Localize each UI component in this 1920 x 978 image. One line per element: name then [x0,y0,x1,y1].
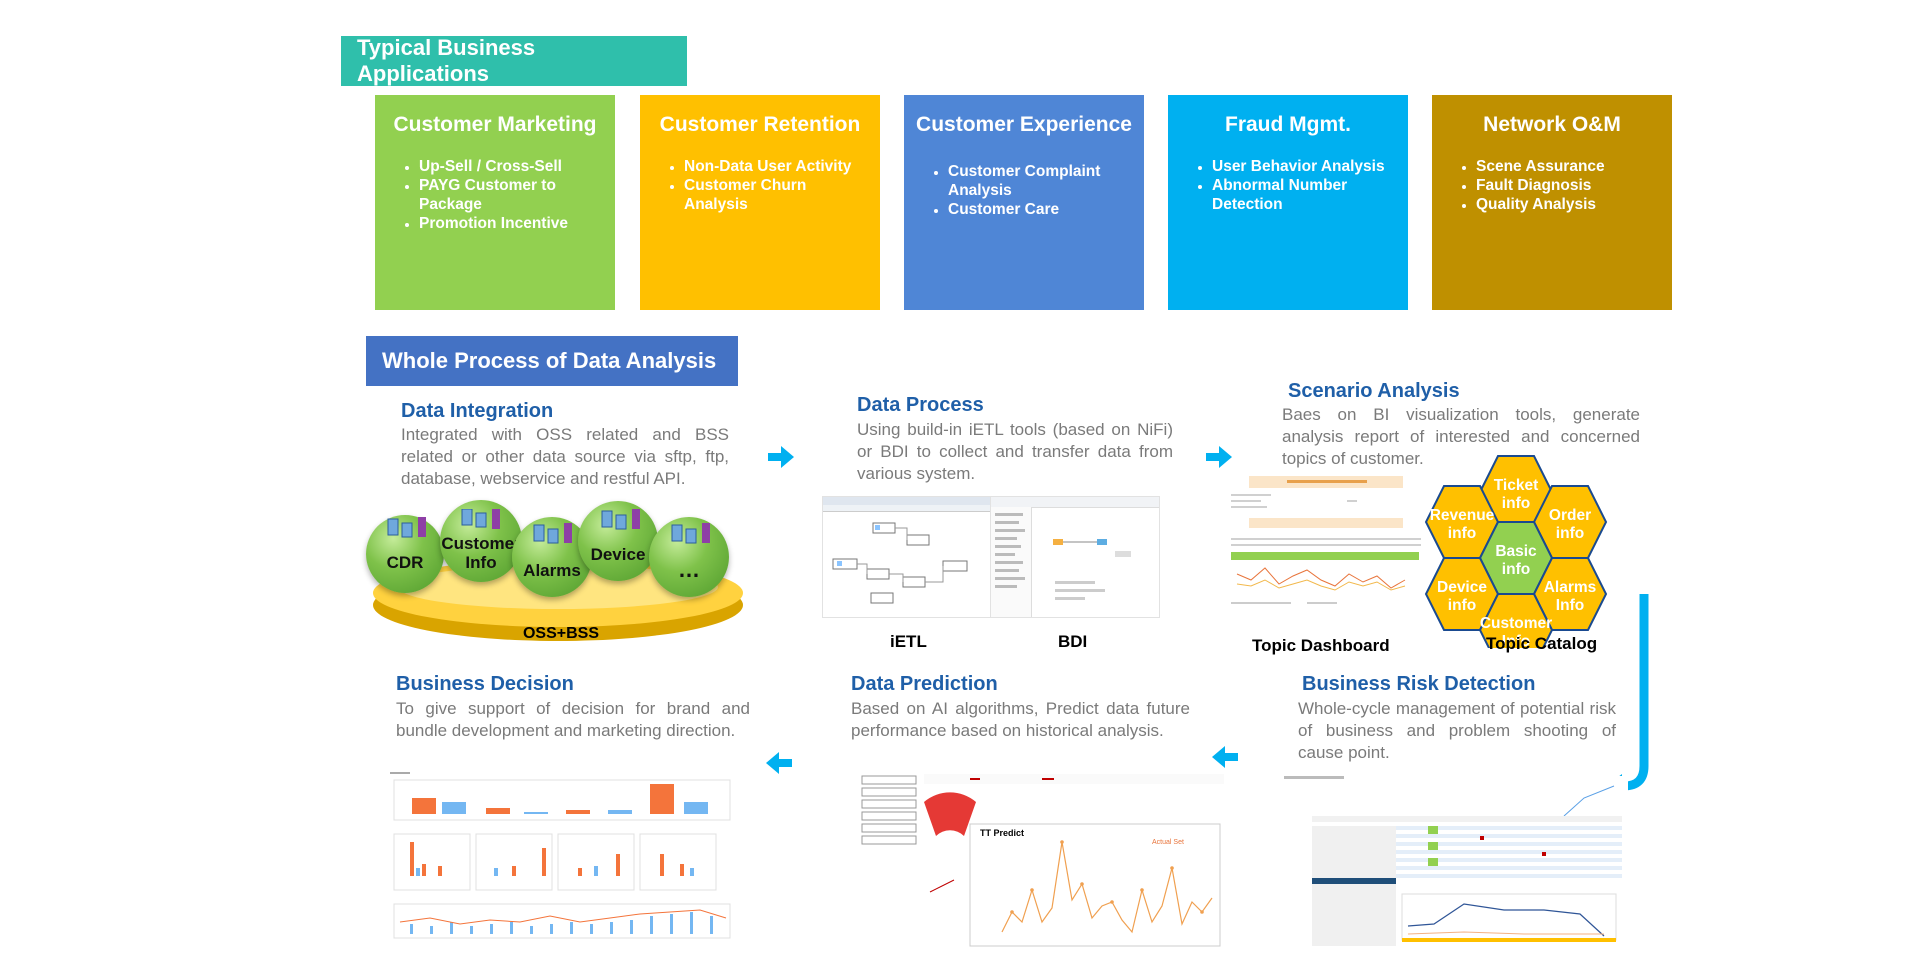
decision-screenshot [390,772,734,948]
step-body-risk: Whole-cycle management of potential risk… [1298,699,1616,762]
bdi-screenshot [990,496,1160,618]
step-title-process: Data Process [857,394,984,416]
typical-business-applications-heading: Typical Business Applications [341,35,687,86]
step-title-integration: Data Integration [401,400,554,422]
arrow-left-icon [766,752,792,774]
step-body-scenario: Baes on BI visualization tools, generate… [1282,405,1640,468]
step-body-prediction: Based on AI algorithms, Predict data fut… [851,699,1190,740]
card-item: Promotion Incentive [419,214,605,233]
card-item: User Behavior Analysis [1212,157,1398,176]
card-item: Fault Diagnosis [1476,176,1662,195]
card-title: Network O&M [1483,113,1621,136]
oss-bss-illustration: CDR Customer Info Alarms Device … OSS+BS… [366,495,746,645]
topic-catalog-label: Topic Catalog [1486,634,1598,653]
bubble-label: … [678,557,700,582]
card-title: Customer Retention [659,113,861,136]
bubble-label: Alarms [523,561,581,580]
bubble-label: Device [590,545,646,564]
card-item: Quality Analysis [1476,195,1662,214]
step-body-decision: To give support of decision for brand an… [396,699,750,740]
bubble-customer-info: Customer Info [440,500,522,582]
risk-detection-screenshot [1284,776,1628,946]
arrow-right-icon [768,446,794,468]
card-item: Scene Assurance [1476,157,1662,176]
bubble-cdr: CDR [366,515,444,593]
tt-predict-title: TT Predict [980,828,1024,838]
bubble-label: Customer Info [441,534,521,572]
step-body-integration: Integrated with OSS related and BSS rela… [401,425,729,488]
whole-process-heading: Whole Process of Data Analysis [366,336,738,386]
step-title-prediction: Data Prediction [851,673,998,695]
card-title: Fraud Mgmt. [1225,113,1351,136]
topic-dashboard-screenshot [1227,476,1423,612]
card-title: Customer Marketing [393,113,597,136]
ietl-screenshot [822,496,992,618]
oss-bss-label: OSS+BSS [522,625,600,642]
card-title: Customer Experience [916,113,1132,136]
bubble-label: CDR [386,553,424,572]
card-item: Non-Data User Activity [684,157,870,176]
card-network-om: Network O&M Scene Assurance Fault Diagno… [1432,95,1672,310]
step-title-risk: Business Risk Detection [1302,673,1536,695]
card-item: Customer Complaint Analysis [948,162,1134,200]
topic-dashboard-label: Topic Dashboard [1252,636,1390,655]
card-fraud-mgmt: Fraud Mgmt. User Behavior Analysis Abnor… [1168,95,1408,310]
step-body-process: Using build-in iETL tools (based on NiFi… [857,420,1173,483]
card-customer-experience: Customer Experience Customer Complaint A… [904,95,1144,310]
arrow-left-icon [1212,746,1238,768]
card-item: Customer Care [948,200,1134,219]
card-customer-retention: Customer Retention Non-Data User Activit… [640,95,880,310]
bubble-device: Device [578,501,658,581]
card-item: Customer Churn Analysis [684,176,870,214]
actual-set-legend: Actual Set [1152,839,1184,846]
bubble-more: … [649,517,729,597]
arrow-right-icon [1206,446,1232,468]
ietl-label: iETL [890,632,927,651]
step-title-scenario: Scenario Analysis [1288,380,1460,402]
card-item: PAYG Customer to Package [419,176,605,214]
step-title-decision: Business Decision [396,673,574,695]
card-item: Up-Sell / Cross-Sell [419,157,605,176]
bdi-label: BDI [1058,632,1088,651]
prediction-screenshot: TT Predict Actual Set [852,772,1228,948]
card-customer-marketing: Customer Marketing Up-Sell / Cross-Sell … [375,95,615,310]
card-item: Abnormal Number Detection [1212,176,1398,214]
